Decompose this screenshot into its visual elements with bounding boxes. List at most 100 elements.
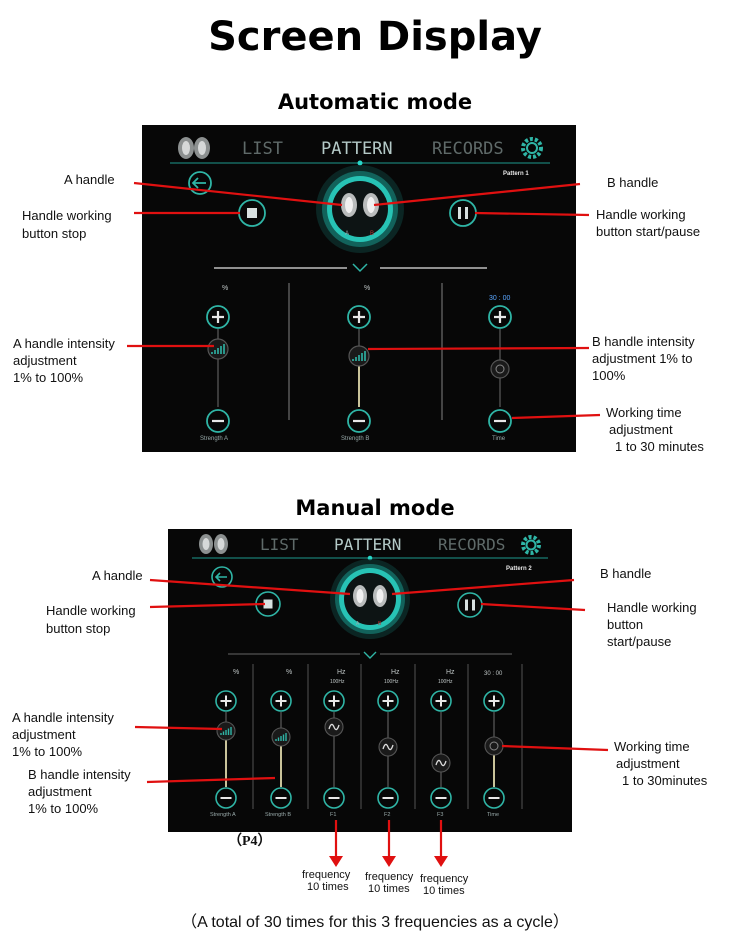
tab-list[interactable]: LIST	[260, 535, 299, 554]
annotation-time-line1: Working time	[606, 405, 682, 420]
annotation-b-handle: B handle	[607, 175, 659, 190]
annotation-f2-freq-line2: 10 times	[368, 883, 410, 895]
f1-wave-icon[interactable]	[324, 717, 344, 737]
annotation-f1-freq-line1: frequency	[302, 869, 351, 881]
strength-a-minus-button[interactable]	[206, 409, 230, 433]
tab-records[interactable]: RECORDS	[438, 535, 506, 554]
annotation-time-line3: 1 to 30minutes	[622, 773, 708, 788]
strength-a-plus-button[interactable]	[215, 690, 237, 712]
tab-list[interactable]: LIST	[242, 139, 283, 159]
back-arrow-icon[interactable]	[188, 171, 212, 195]
time-minus-button[interactable]	[488, 409, 512, 433]
annotation-start-line3: start/pause	[607, 634, 672, 649]
handles-logo-icon	[178, 137, 210, 159]
strength-a-label: Strength A	[210, 812, 236, 818]
clock-icon[interactable]	[490, 359, 510, 379]
chevron-down-icon[interactable]	[352, 263, 368, 273]
automatic-mode-screen: LIST PATTERN RECORDS Pattern 1 A B % % 3…	[142, 125, 576, 452]
annotation-b-intensity-line1: B handle intensity	[28, 767, 131, 782]
annotation-b-handle: B handle	[600, 566, 652, 581]
annotation-start-line2: button	[607, 617, 644, 632]
manual-mode-screen: LIST PATTERN RECORDS Pattern 2 A B % % H…	[168, 529, 572, 832]
time-plus-button[interactable]	[483, 690, 505, 712]
f3-minus-button[interactable]	[430, 787, 452, 809]
annotation-stop-line2: button stop	[46, 621, 111, 636]
handle-display	[316, 165, 404, 253]
f1-value: 100Hz	[330, 679, 345, 685]
strength-b-minus-button[interactable]	[347, 409, 371, 433]
pattern-name: Pattern 2	[506, 566, 532, 572]
strength-b-plus-button[interactable]	[270, 690, 292, 712]
handle-b-letter: B	[370, 231, 375, 237]
handle-b-letter: B	[378, 621, 382, 627]
strength-a-unit: %	[233, 669, 240, 676]
stop-button[interactable]	[255, 591, 281, 617]
handles-logo-icon	[199, 534, 228, 554]
footer-note: （A total of 30 times for this 3 frequenc…	[181, 914, 569, 931]
annotation-start-line2: button start/pause	[596, 224, 701, 239]
annotation-b-intensity-line2: adjustment 1% to	[592, 351, 693, 366]
stop-button[interactable]	[238, 199, 266, 227]
f3-plus-button[interactable]	[430, 690, 452, 712]
chevron-down-icon[interactable]	[363, 651, 377, 659]
strength-b-level-icon[interactable]	[271, 727, 291, 747]
f2-wave-icon[interactable]	[378, 737, 398, 757]
strength-b-level-icon[interactable]	[348, 345, 370, 367]
start-pause-button[interactable]	[449, 199, 477, 227]
strength-a-plus-button[interactable]	[206, 305, 230, 329]
f2-plus-button[interactable]	[377, 690, 399, 712]
time-minus-button[interactable]	[483, 787, 505, 809]
tab-pattern[interactable]: PATTERN	[321, 139, 393, 159]
pattern-name: Pattern 1	[503, 171, 529, 177]
f2-unit: Hz	[391, 669, 400, 676]
f3-label: F3	[437, 812, 444, 818]
annotation-b-intensity-line3: 100%	[592, 368, 626, 383]
f2-label: F2	[384, 812, 391, 818]
annotation-stop-line1: Handle working	[46, 603, 136, 618]
f3-unit: Hz	[446, 669, 455, 676]
settings-gear-icon[interactable]	[521, 137, 543, 159]
strength-b-minus-button[interactable]	[270, 787, 292, 809]
annotation-start-line1: Handle working	[607, 600, 697, 615]
strength-b-plus-button[interactable]	[347, 305, 371, 329]
settings-gear-icon[interactable]	[521, 535, 541, 555]
arrow-head-f1	[329, 856, 343, 867]
strength-a-unit: %	[222, 285, 229, 292]
handle-display	[330, 559, 410, 639]
handle-a-letter: A	[345, 231, 350, 237]
f1-minus-button[interactable]	[323, 787, 345, 809]
strength-a-level-icon[interactable]	[216, 721, 236, 741]
page-label: （P4）	[228, 834, 272, 849]
annotation-a-intensity-line2: adjustment	[12, 727, 76, 742]
time-label: Time	[487, 812, 500, 818]
annotation-f3-freq-line2: 10 times	[423, 885, 465, 897]
clock-icon[interactable]	[484, 736, 504, 756]
annotation-a-intensity-line2: adjustment	[13, 353, 77, 368]
time-plus-button[interactable]	[488, 305, 512, 329]
page-title: Screen Display	[208, 14, 542, 60]
f3-wave-icon[interactable]	[431, 753, 451, 773]
strength-b-label: Strength B	[265, 812, 291, 818]
annotation-time-line1: Working time	[614, 739, 690, 754]
nav-indicator	[357, 160, 363, 166]
automatic-mode-heading: Automatic mode	[277, 90, 473, 114]
back-arrow-icon[interactable]	[211, 566, 233, 588]
tab-records[interactable]: RECORDS	[432, 139, 504, 159]
strength-b-label: Strength B	[341, 436, 370, 442]
arrow-head-f3	[434, 856, 448, 867]
tab-pattern[interactable]: PATTERN	[334, 535, 402, 554]
annotation-time-line2: adjustment	[609, 422, 673, 437]
f1-plus-button[interactable]	[323, 690, 345, 712]
annotation-stop-line2: button stop	[22, 226, 87, 241]
f2-minus-button[interactable]	[377, 787, 399, 809]
manual-mode-heading: Manual mode	[295, 496, 455, 520]
annotation-start-line1: Handle working	[596, 207, 686, 222]
annotation-b-intensity-line3: 1% to 100%	[28, 801, 99, 816]
annotation-a-intensity-line1: A handle intensity	[12, 710, 114, 725]
strength-a-minus-button[interactable]	[215, 787, 237, 809]
annotation-a-intensity-line3: 1% to 100%	[13, 370, 84, 385]
annotation-time-line2: adjustment	[616, 756, 680, 771]
start-pause-button[interactable]	[457, 592, 483, 618]
time-value: 30 : 00	[489, 295, 511, 302]
strength-a-level-icon[interactable]	[207, 338, 229, 360]
